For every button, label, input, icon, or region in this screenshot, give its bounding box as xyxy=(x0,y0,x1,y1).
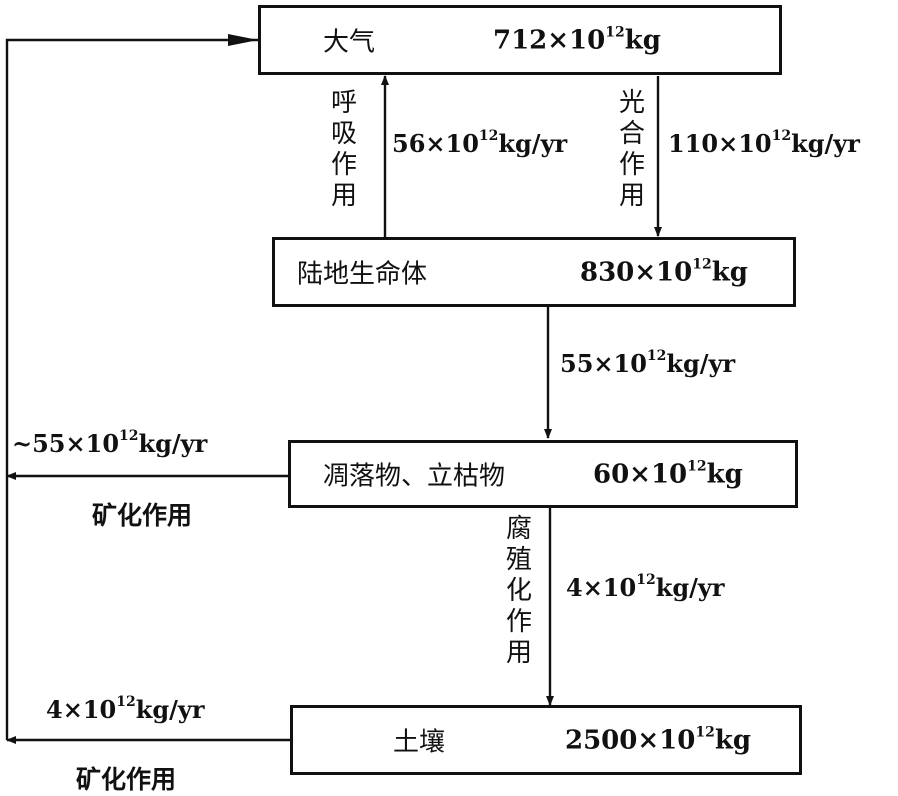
soil-name: 土壤 xyxy=(393,727,446,758)
return-line xyxy=(5,38,258,740)
soil-box: 土壤 2500×1012kg xyxy=(290,705,802,775)
litter-mineralization-rate: ~55×1012kg/yr xyxy=(12,428,207,458)
biota-exp: 12 xyxy=(692,256,712,273)
litter-mineralization-unit: kg/yr xyxy=(138,429,208,458)
soil-value: 2500×10 xyxy=(565,725,696,756)
biota-amount: 830×1012kg xyxy=(580,257,748,288)
respiration-value: 56×10 xyxy=(392,129,479,158)
biota-to-litter-rate: 55×1012kg/yr xyxy=(560,348,735,378)
soil-mineralization-unit: kg/yr xyxy=(135,695,205,724)
photosynthesis-process-label: 光合作用 xyxy=(618,88,645,211)
litter-name: 凋落物、立枯物 xyxy=(323,461,506,492)
humification-rate: 4×1012kg/yr xyxy=(566,572,724,602)
biota-name: 陆地生命体 xyxy=(297,259,428,290)
litter-mineralization-exp: 12 xyxy=(119,428,139,444)
return-arrowhead xyxy=(228,34,258,46)
litter-value: 60×10 xyxy=(593,459,688,490)
litter-box: 凋落物、立枯物 60×1012kg xyxy=(288,440,798,508)
atmosphere-amount: 712×1012kg xyxy=(493,25,661,56)
soil-mineralization-exp: 12 xyxy=(116,694,136,710)
soil-mineralization-rate: 4×1012kg/yr xyxy=(46,694,204,724)
atmosphere-box: 大气 712×1012kg xyxy=(258,5,782,75)
litter-mineralization-value: ~55×10 xyxy=(12,429,120,458)
atmosphere-exp: 12 xyxy=(605,24,625,41)
respiration-process-label: 呼吸作用 xyxy=(330,88,357,211)
terrestrial-biota-box: 陆地生命体 830×1012kg xyxy=(272,237,796,307)
humification-unit: kg/yr xyxy=(655,573,725,602)
respiration-rate: 56×1012kg/yr xyxy=(392,128,567,158)
soil-mineralization-value: 4×10 xyxy=(46,695,117,724)
soil-amount: 2500×1012kg xyxy=(565,725,751,756)
litter-amount: 60×1012kg xyxy=(593,459,743,490)
litter-exp: 12 xyxy=(687,458,707,475)
biota-to-litter-value: 55×10 xyxy=(560,349,647,378)
atmosphere-unit: kg xyxy=(624,25,661,56)
atmosphere-name: 大气 xyxy=(323,27,376,58)
biota-value: 830×10 xyxy=(580,257,693,288)
litter-mineralization-process-label: 矿化作用 xyxy=(92,501,193,530)
soil-mineralization-process-label: 矿化作用 xyxy=(76,765,177,794)
litter-unit: kg xyxy=(706,459,743,490)
photosynthesis-exp: 12 xyxy=(771,128,792,144)
soil-unit: kg xyxy=(714,725,752,756)
photosynthesis-value: 110×10 xyxy=(668,129,772,158)
respiration-unit: kg/yr xyxy=(498,129,568,158)
atmosphere-value: 712×10 xyxy=(493,25,606,56)
soil-exp: 12 xyxy=(695,724,715,741)
biota-to-litter-unit: kg/yr xyxy=(666,349,736,378)
humification-exp: 12 xyxy=(636,572,656,588)
photosynthesis-unit: kg/yr xyxy=(791,129,860,158)
respiration-exp: 12 xyxy=(478,128,499,144)
biota-to-litter-exp: 12 xyxy=(646,348,667,364)
biota-unit: kg xyxy=(711,257,748,288)
humification-value: 4×10 xyxy=(566,573,637,602)
photosynthesis-rate: 110×1012kg/yr xyxy=(668,128,860,158)
humification-process-label: 腐殖化作用 xyxy=(505,514,532,668)
